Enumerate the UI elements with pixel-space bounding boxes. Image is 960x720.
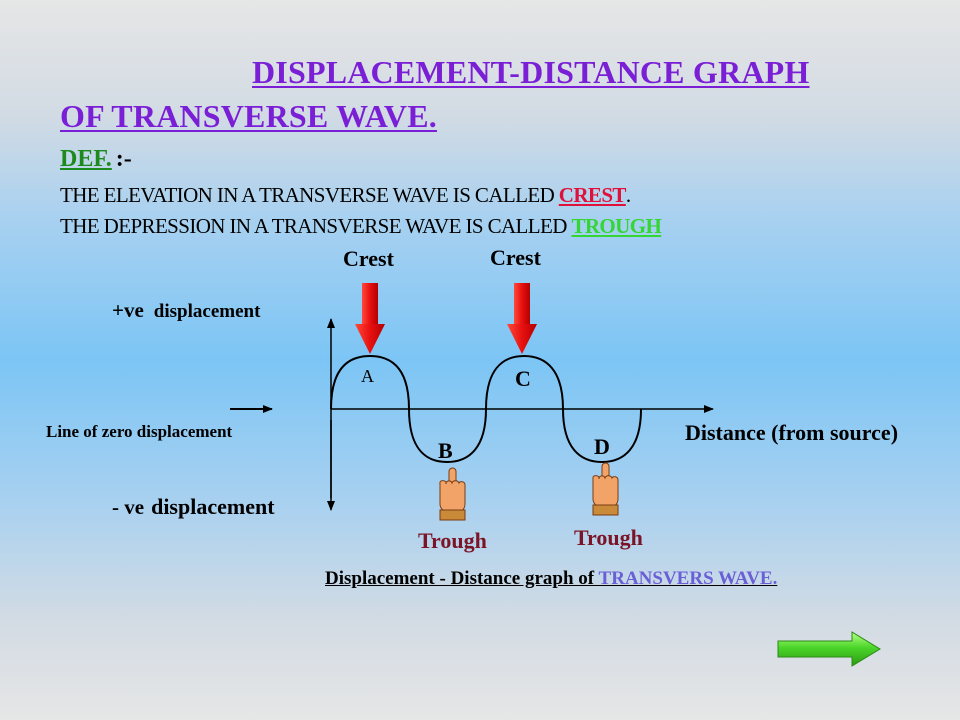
trough-definition: THE DEPRESSION IN A TRANSVERSE WAVE IS C… — [60, 214, 662, 239]
crest-label-1: Crest — [343, 246, 394, 271]
positive-displacement-label: +ve displacement — [112, 298, 260, 323]
trough-label-2: Trough — [574, 525, 643, 550]
crest-definition-text: THE ELEVATION IN A TRANSVERSE WAVE IS CA… — [60, 183, 559, 207]
definition-separator: :- — [115, 146, 132, 172]
caption-link[interactable]: TRANSVERS WAVE. — [598, 568, 778, 589]
crest-definition-period: . — [625, 183, 631, 207]
diagram-caption: Displacement - Distance graph of TRANSVE… — [325, 568, 777, 590]
distance-axis-label: Distance (from source) — [685, 420, 899, 445]
zero-line-label: Line of zero displacement — [46, 422, 233, 441]
trough-label-1: Trough — [418, 528, 487, 553]
green-right-arrow-icon[interactable] — [777, 631, 881, 667]
negative-sign: - ve — [112, 495, 145, 519]
transverse-wave — [330, 354, 642, 464]
red-down-arrow-icon — [355, 283, 385, 354]
positive-word: displacement — [153, 301, 261, 322]
negative-displacement-label: - ve displacement — [112, 494, 275, 520]
positive-sign: +ve — [112, 298, 144, 322]
definition-label: DEF. — [60, 146, 112, 172]
point-a-label: A — [361, 366, 374, 386]
point-d-label: D — [594, 434, 610, 459]
crest-label-2: Crest — [490, 245, 541, 270]
red-down-arrow-icon — [507, 283, 537, 354]
negative-word: displacement — [151, 494, 275, 519]
point-c-label: C — [515, 366, 531, 391]
crest-definition: THE ELEVATION IN A TRANSVERSE WAVE IS CA… — [60, 183, 631, 208]
point-b-label: B — [438, 438, 453, 463]
title-line-1: DISPLACEMENT-DISTANCE GRAPH — [252, 54, 810, 90]
pointing-hand-icon — [439, 467, 466, 521]
title-line-2: OF TRANSVERSE WAVE. — [60, 98, 437, 134]
caption-text: Displacement - Distance graph of — [325, 568, 599, 589]
trough-definition-text: THE DEPRESSION IN A TRANSVERSE WAVE IS C… — [60, 214, 572, 238]
crest-keyword: CREST — [558, 183, 627, 207]
trough-keyword: TROUGH — [571, 214, 662, 238]
definition-heading: DEF. :- — [60, 146, 132, 173]
pointing-hand-icon — [592, 462, 619, 516]
